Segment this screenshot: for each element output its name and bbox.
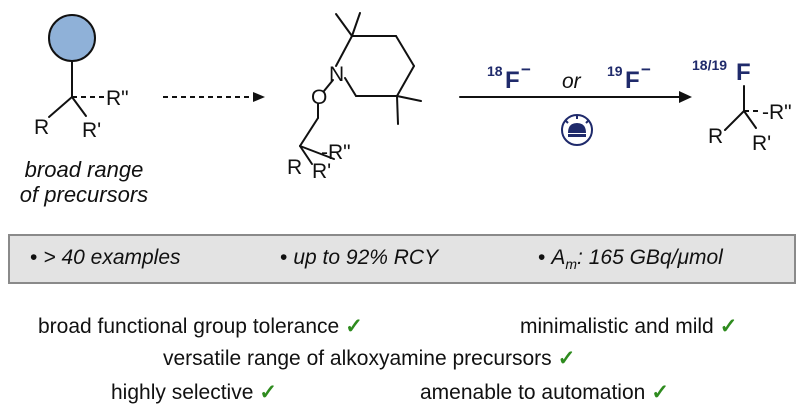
generic-precursor-sphere xyxy=(48,14,96,62)
feature-minimalistic-mild: minimalistic and mild✓ xyxy=(520,315,738,338)
f18-charge: − xyxy=(521,60,531,79)
precursor-caption-line-1: broad range xyxy=(25,157,144,182)
feature-versatile-precursors: versatile range of alkoxyamine precursor… xyxy=(163,347,576,370)
feature-automation: amenable to automation✓ xyxy=(420,381,669,404)
product-r1: R' xyxy=(752,132,771,155)
precursor-r2: R" xyxy=(106,87,129,110)
reaction-arrow-head xyxy=(679,91,692,103)
product-r: R xyxy=(708,125,723,148)
alkoxyamine-r1: R' xyxy=(312,160,331,183)
reagent-connector: or xyxy=(562,70,582,93)
tempo-ring xyxy=(299,12,422,165)
highlight-examples: •> 40 examples xyxy=(30,246,181,269)
precursor-bond-left xyxy=(48,96,73,118)
f19-mass: 19 xyxy=(607,63,623,79)
alkoxyamine-r2: -R" xyxy=(321,141,351,164)
highlight-molar-activity: •Am: 165 GBq/μmol xyxy=(538,246,723,273)
precursor-r1: R' xyxy=(82,119,101,142)
feature-functional-group-tolerance: broad functional group tolerance✓ xyxy=(38,315,363,338)
checkmark-icon: ✓ xyxy=(345,315,363,338)
product-r2: -R" xyxy=(762,101,792,124)
checkmark-icon: ✓ xyxy=(719,315,738,338)
precursor-r: R xyxy=(34,116,49,139)
nitrogen-atom: N xyxy=(329,63,344,86)
precursor-bond-right xyxy=(71,96,87,117)
highlights-box xyxy=(8,234,796,284)
product-bond-left xyxy=(724,110,745,131)
f19-charge: − xyxy=(641,60,651,79)
feature-highly-selective: highly selective✓ xyxy=(111,381,278,404)
checkmark-icon: ✓ xyxy=(259,381,278,404)
precursor-caption-line-2: of precursors xyxy=(20,182,148,207)
product-label-mass: 18/19 xyxy=(692,57,727,73)
alkoxyamine-r: R xyxy=(287,156,302,179)
photocatalyst-lamp-icon xyxy=(561,114,593,146)
f18-element: F xyxy=(505,67,520,94)
oxygen-atom: O xyxy=(311,86,327,109)
highlight-rcy: •up to 92% RCY xyxy=(280,246,439,269)
product-bond-right xyxy=(743,110,757,129)
product-label-element: F xyxy=(736,59,751,86)
checkmark-icon: ✓ xyxy=(557,347,576,370)
checkmark-icon: ✓ xyxy=(651,381,669,404)
f18-mass: 18 xyxy=(487,63,503,79)
dashed-arrow-head xyxy=(253,92,265,102)
f19-element: F xyxy=(625,67,640,94)
